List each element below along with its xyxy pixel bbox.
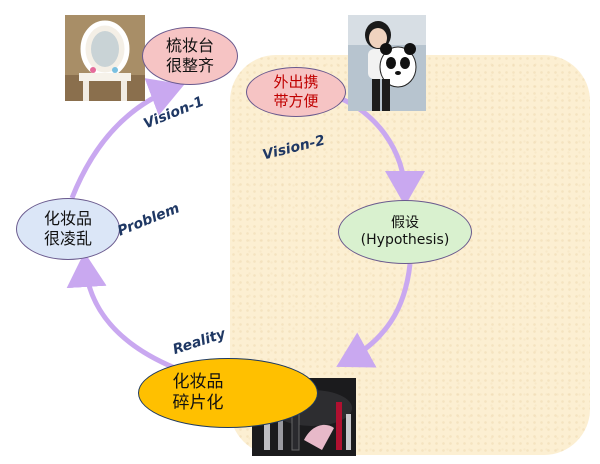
node-reality-line2: 碎片化 [172, 393, 224, 413]
arrow-reality-to-problem [66, 252, 176, 371]
node-vision1-line1: 梳妆台 [165, 36, 214, 55]
panda-backpack-photo [348, 15, 426, 111]
node-reality-line1: 化妆品 [172, 371, 224, 392]
arrow-hypothesis-to-reality [336, 263, 413, 368]
node-vision2-line2: 带方便 [273, 92, 319, 110]
node-problem-line2: 很凌乱 [43, 229, 92, 248]
node-vision2-line1: 外出携 [273, 73, 319, 92]
node-problem-line1: 化妆品 [43, 209, 92, 228]
node-vision1-line2: 很整齐 [165, 56, 214, 75]
node-reality-fragmented: 化妆品 碎片化 [138, 358, 318, 428]
vanity-mirror-photo [65, 15, 145, 101]
arrow-vision2-to-hypothesis [331, 92, 425, 206]
node-vision1-tidy-vanity: 梳妆台 很整齐 [142, 27, 238, 85]
node-vision2-portable: 外出携 带方便 [246, 67, 346, 117]
arrow-problem-to-vision1 [69, 78, 185, 199]
node-problem-messy: 化妆品 很凌乱 [16, 198, 120, 260]
node-hypothesis: 假设 (Hypothesis) [338, 200, 472, 264]
node-hypothesis-line2: (Hypothesis) [360, 232, 450, 248]
node-hypothesis-line1: 假设 [391, 214, 419, 231]
